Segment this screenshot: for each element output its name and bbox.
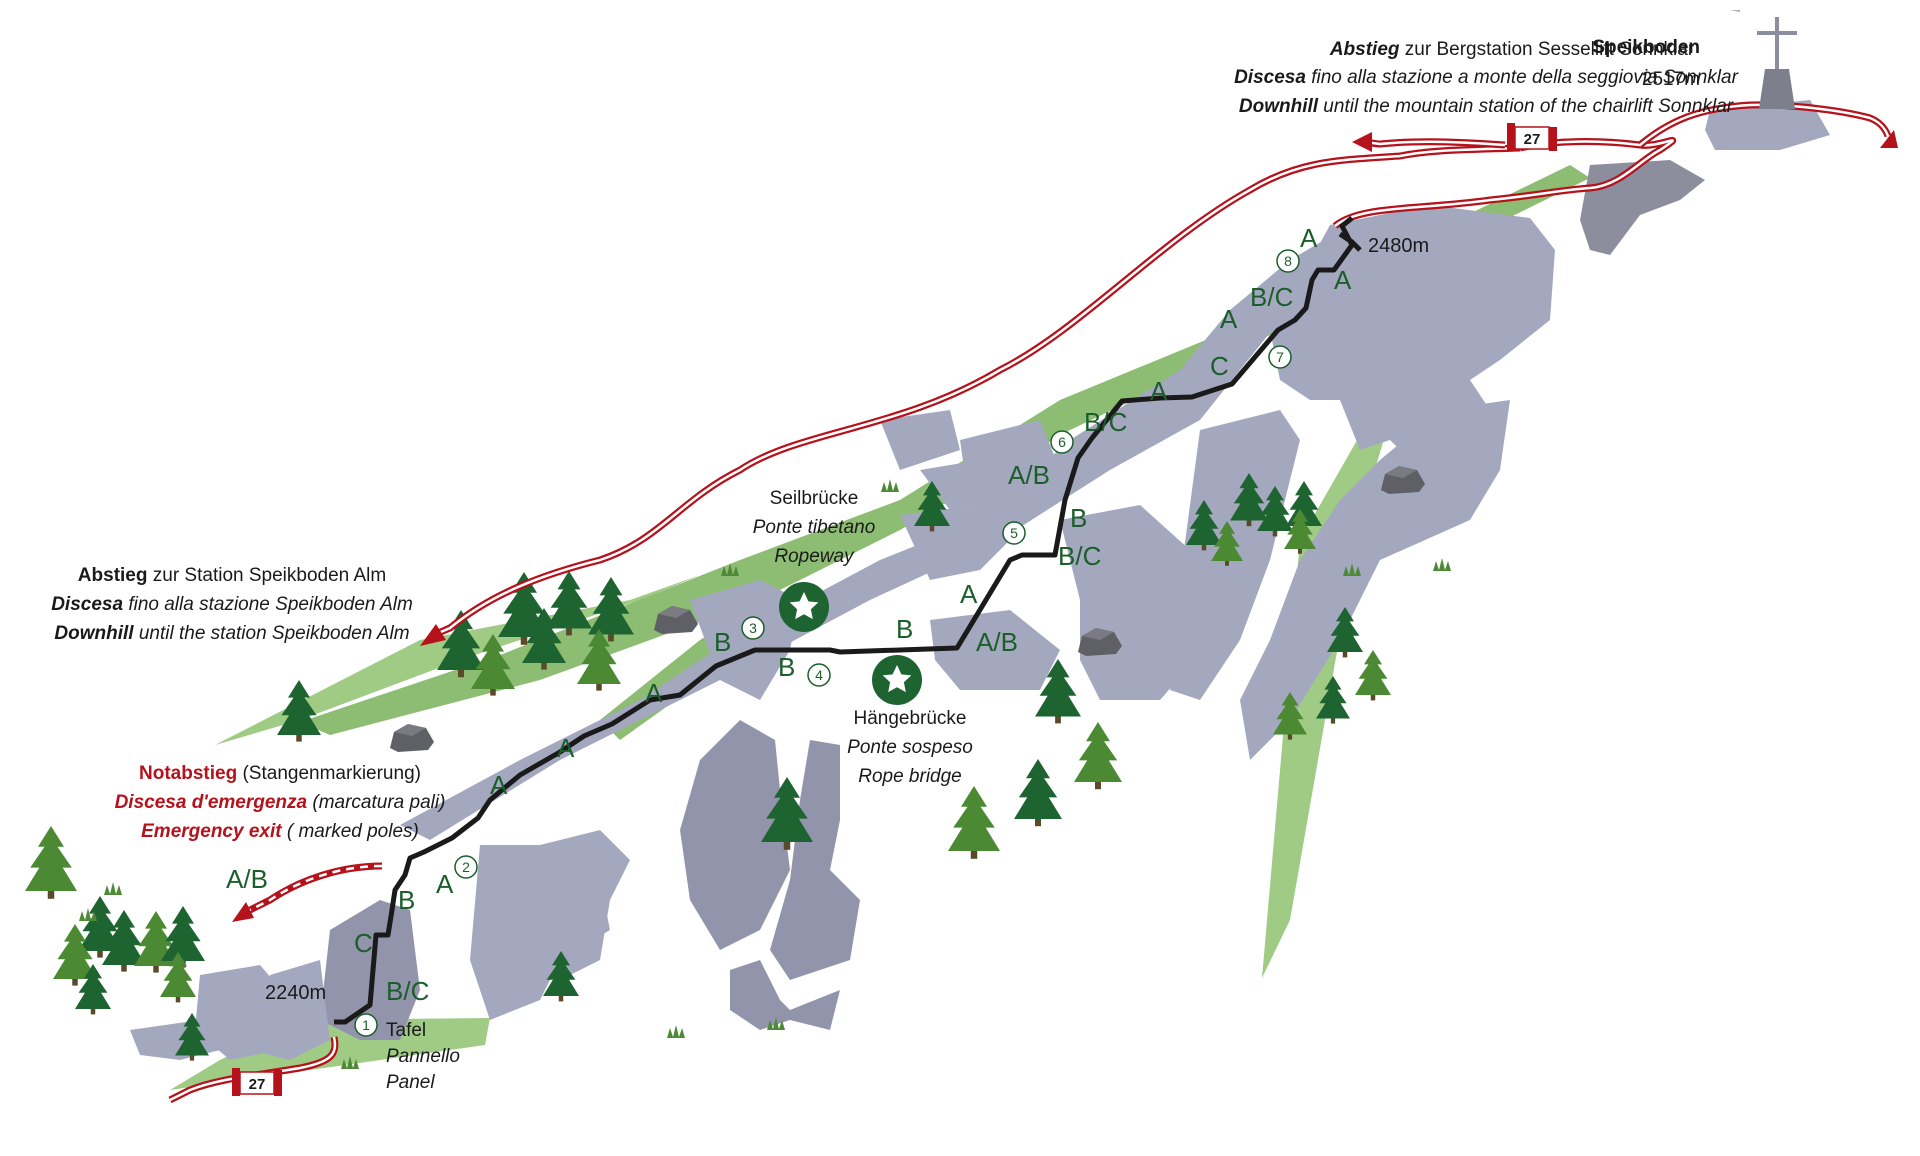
- rock-formations: [130, 10, 1830, 1060]
- grass-tuft-icon: [104, 882, 122, 895]
- grade-label: B: [778, 652, 795, 682]
- svg-text:Hängebrücke: Hängebrücke: [853, 708, 966, 729]
- svg-text:Notabstieg (Stangenmarkierung): Notabstieg (Stangenmarkierung): [139, 763, 421, 784]
- grade-label: A/B: [976, 627, 1018, 657]
- star-icon: [872, 655, 922, 705]
- route-number: 27: [249, 1076, 266, 1093]
- grade-label: A: [436, 869, 454, 899]
- emergency-exit-label: Notabstieg (Stangenmarkierung) Discesa d…: [115, 763, 446, 894]
- tree-icon: [161, 906, 205, 968]
- grade-label: A: [645, 678, 663, 708]
- tree-icon: [1014, 759, 1062, 827]
- tree-icon: [948, 786, 1000, 859]
- waypoint-number: 5: [1010, 525, 1018, 541]
- tree-icon: [1355, 650, 1391, 701]
- arrow-icon: [420, 624, 446, 646]
- svg-text:Discesa fino alla stazione a m: Discesa fino alla stazione a monte della…: [1234, 67, 1739, 88]
- svg-text:Ponte sospeso: Ponte sospeso: [847, 737, 973, 758]
- grade-label: C: [354, 928, 373, 958]
- svg-text:Seilbrücke: Seilbrücke: [770, 488, 859, 509]
- summit-name: Speikboden: [1592, 37, 1700, 58]
- arrow-icon: [232, 902, 254, 922]
- grade-label: A: [1300, 223, 1318, 253]
- waypoint-number: 4: [815, 667, 823, 683]
- grade-label: B: [714, 627, 731, 657]
- svg-text:Emergency exit ( marked poles): Emergency exit ( marked poles): [141, 821, 419, 842]
- svg-text:Tafel: Tafel: [386, 1020, 426, 1041]
- climbing-route-line: [334, 216, 1355, 1025]
- grade-label: B/C: [1058, 541, 1101, 571]
- grass-tuft-icon: [667, 1025, 685, 1038]
- grade-label: A: [490, 770, 508, 800]
- grade-label: B: [398, 885, 415, 915]
- tree-icon: [546, 571, 592, 636]
- tree-icon: [25, 826, 77, 899]
- haengebruecke-label: Hängebrücke Ponte sospeso Rope bridge: [847, 708, 973, 787]
- grass-tuft-icon: [1433, 558, 1451, 571]
- grade-label: B: [1070, 503, 1087, 533]
- grade-label: A: [557, 733, 575, 763]
- route-sign-bottom: 27: [232, 1068, 282, 1096]
- grade-label: C: [1210, 351, 1229, 381]
- grade-label: A: [1150, 376, 1168, 406]
- grade-label: B/C: [1084, 407, 1127, 437]
- svg-text:Discesa d'emergenza (marcatura: Discesa d'emergenza (marcatura pali): [115, 792, 446, 813]
- svg-text:Downhill until the station Sp: Downhill until the station Speikboden Al…: [54, 623, 409, 644]
- descent-routes: [168, 101, 1898, 1104]
- svg-text:Rope bridge: Rope bridge: [858, 766, 962, 787]
- svg-text:Panel: Panel: [386, 1072, 435, 1093]
- panel-label: Tafel Pannello Panel: [386, 1020, 460, 1093]
- grade-label: A: [960, 579, 978, 609]
- grade-label: B/C: [386, 976, 429, 1006]
- summit-cross-icon: [1757, 17, 1797, 109]
- grade-label: A: [1334, 265, 1352, 295]
- grade-label: A: [1220, 304, 1238, 334]
- waypoint-number: 7: [1276, 349, 1284, 365]
- difficulty-grades: B/C C B A A A A B B B A A/B B/C B A/B B/…: [354, 223, 1352, 1006]
- arrow-icon: [1352, 132, 1372, 152]
- grade-label: B: [896, 614, 913, 644]
- descent-left-label: Abstieg zur Station Speikboden Alm Disce…: [51, 565, 413, 644]
- svg-text:Discesa fino alla stazione Spe: Discesa fino alla stazione Speikboden Al…: [51, 594, 413, 615]
- seilbruecke-label: Seilbrücke Ponte tibetano Ropeway: [753, 488, 876, 567]
- waypoint-number: 6: [1058, 434, 1066, 450]
- svg-text:Pannello: Pannello: [386, 1046, 460, 1067]
- altitude-start: 2240m: [265, 982, 326, 1004]
- descent-top-label: Abstieg zur Bergstation Sessellift Sonnk…: [1234, 39, 1739, 117]
- tree-icon: [1074, 722, 1122, 790]
- route-sign-top: 27: [1507, 123, 1557, 151]
- svg-text:Downhill until the mountain st: Downhill until the mountain station of t…: [1239, 96, 1734, 117]
- grade-label: B/C: [1250, 282, 1293, 312]
- grade-label: A/B: [1008, 460, 1050, 490]
- summit-elevation: 2517m: [1642, 69, 1700, 90]
- boulder-icon: [390, 724, 434, 752]
- waypoint-number: 8: [1284, 253, 1292, 269]
- altitude-top: 2480m: [1368, 235, 1429, 257]
- svg-text:Abstieg zur Bergstation Sessel: Abstieg zur Bergstation Sessellift Sonnk…: [1329, 39, 1695, 60]
- star-icon: [779, 582, 829, 632]
- svg-text:Abstieg zur Station Speikboden: Abstieg zur Station Speikboden Alm: [78, 565, 386, 586]
- route-number: 27: [1524, 131, 1541, 148]
- grass-tuft-icon: [881, 479, 899, 492]
- svg-text:Ropeway: Ropeway: [774, 546, 855, 567]
- arrow-icon: [1880, 130, 1898, 148]
- waypoint-number: 2: [462, 859, 470, 875]
- emergency-grade: A/B: [226, 864, 268, 894]
- svg-text:Ponte tibetano: Ponte tibetano: [753, 517, 876, 538]
- waypoints: 1 2 3 4 5 6 7 8: [354, 249, 1300, 1037]
- waypoint-number: 1: [362, 1017, 370, 1033]
- waypoint-number: 3: [749, 620, 757, 636]
